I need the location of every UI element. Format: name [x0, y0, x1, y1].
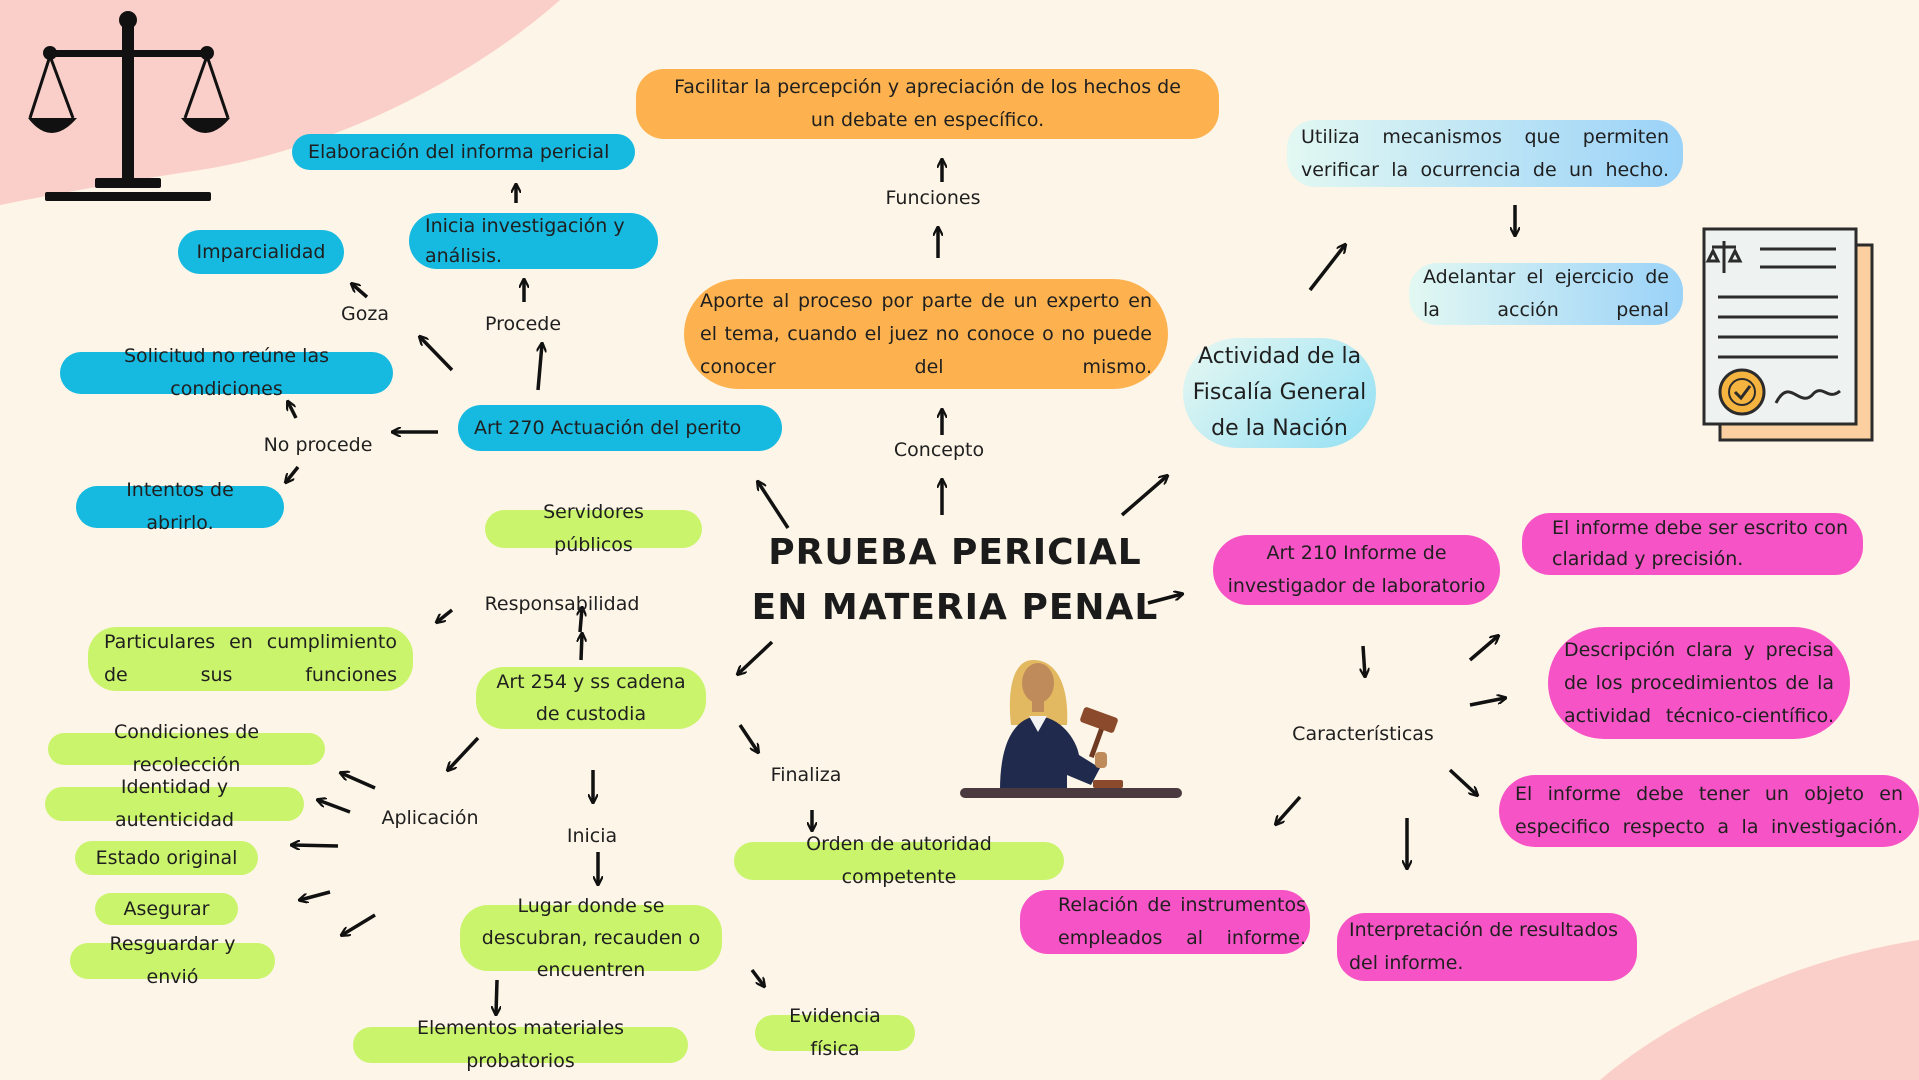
car3-node: El informe debe tener un objeto en espec…	[1499, 775, 1919, 847]
label-goza: Goza	[341, 303, 389, 325]
arrow	[1469, 698, 1505, 707]
scales-of-justice-icon	[28, 11, 230, 201]
label-aplicacion: Aplicación	[381, 807, 479, 829]
fiscalia-node: Actividad de la Fiscalía General de la N…	[1183, 338, 1376, 448]
arrow	[1276, 795, 1302, 824]
arrow	[288, 402, 298, 419]
legal-document-icon	[1702, 227, 1874, 442]
arrow	[1448, 768, 1477, 795]
arrow	[1363, 645, 1365, 676]
car5-node: Relación de instrumentos empleados al in…	[1020, 890, 1310, 954]
title-line-2: EN MATERIA PENAL	[751, 587, 1159, 628]
arrow	[496, 979, 497, 1014]
arrow	[352, 284, 369, 299]
lugar-node: Lugar donde se descubran, recauden o enc…	[460, 895, 722, 981]
label-inicia: Inicia	[566, 825, 618, 847]
label-concepto: Concepto	[893, 439, 985, 461]
funciones-node: Facilitar la percepción y apreciación de…	[636, 69, 1219, 139]
app-item-3: Asegurar	[95, 893, 238, 925]
arrow	[738, 724, 758, 752]
app-item-0: Condiciones de recolección	[48, 721, 325, 776]
arrow	[581, 634, 582, 661]
art210-node: Art 210 Informe de investigador de labor…	[1213, 535, 1500, 605]
arrow	[1308, 245, 1345, 292]
arrow	[536, 344, 542, 391]
elementos-node: Elementos materiales probatorios	[353, 1017, 688, 1072]
arrow	[342, 913, 376, 935]
label-procede: Procede	[484, 313, 562, 335]
fiscalia-func2-node: Adelantar el ejercicio de la acción pena…	[1409, 263, 1683, 325]
elaboracion-node: Elaboración del informa pericial	[292, 134, 635, 170]
label-finaliza: Finaliza	[770, 764, 842, 786]
arrow	[286, 465, 300, 482]
arrow	[300, 890, 331, 900]
label-responsabilidad: Responsabilidad	[484, 593, 640, 615]
concepto-node: Aporte al proceso por parte de un expert…	[684, 279, 1168, 389]
arrow	[448, 736, 480, 770]
arrow	[1468, 636, 1498, 662]
label-no-procede: No procede	[263, 434, 373, 456]
car2-node: Descripción clara y precisa de los proce…	[1548, 627, 1850, 739]
main-title: PRUEBA PERICIAL EN MATERIA PENAL	[752, 525, 1159, 635]
app-item-1: Identidad y autenticidad	[45, 776, 304, 831]
arrow	[292, 845, 339, 846]
arrow	[341, 773, 376, 790]
servidores-node: Servidores públicos	[485, 501, 702, 556]
particulares-node: Particulares en cumplimiento de sus func…	[88, 627, 413, 691]
arrow	[1120, 476, 1167, 517]
arrow	[437, 608, 454, 622]
evidencia-node: Evidencia física	[755, 1005, 915, 1060]
arrow	[758, 482, 790, 529]
arrow	[738, 640, 774, 674]
label-funciones: Funciones	[885, 187, 981, 209]
arrow	[580, 608, 582, 633]
arrow	[318, 800, 351, 814]
arrow	[420, 337, 454, 372]
car4-node: Interpretación de resultados del informe…	[1337, 913, 1637, 981]
art254-node: Art 254 y ss cadena de custodia	[476, 667, 706, 729]
judge-illustration	[960, 660, 1182, 798]
arrow	[1147, 594, 1182, 605]
solicitud-node: Solicitud no reúne las condiciones	[60, 345, 393, 400]
imparcialidad-node: Imparcialidad	[178, 230, 344, 274]
arrow	[750, 968, 764, 986]
bottom-right-corner-blob	[1600, 940, 1919, 1080]
art270-node: Art 270 Actuación del perito	[458, 405, 782, 451]
intentos-node: Intentos de abrirlo.	[76, 479, 284, 534]
label-caracteristicas: Características	[1292, 723, 1434, 745]
inicia-investigacion-node: Inicia investigación y análisis.	[409, 213, 658, 269]
car1-node: El informe debe ser escrito con claridad…	[1522, 513, 1863, 575]
fiscalia-func1-node: Utiliza mecanismos que permiten verifica…	[1287, 120, 1683, 187]
orden-node: Orden de autoridad competente	[734, 833, 1064, 888]
title-line-1: PRUEBA PERICIAL	[768, 532, 1142, 573]
app-item-2: Estado original	[75, 841, 258, 875]
app-item-4: Resguardar y envió	[70, 933, 275, 988]
